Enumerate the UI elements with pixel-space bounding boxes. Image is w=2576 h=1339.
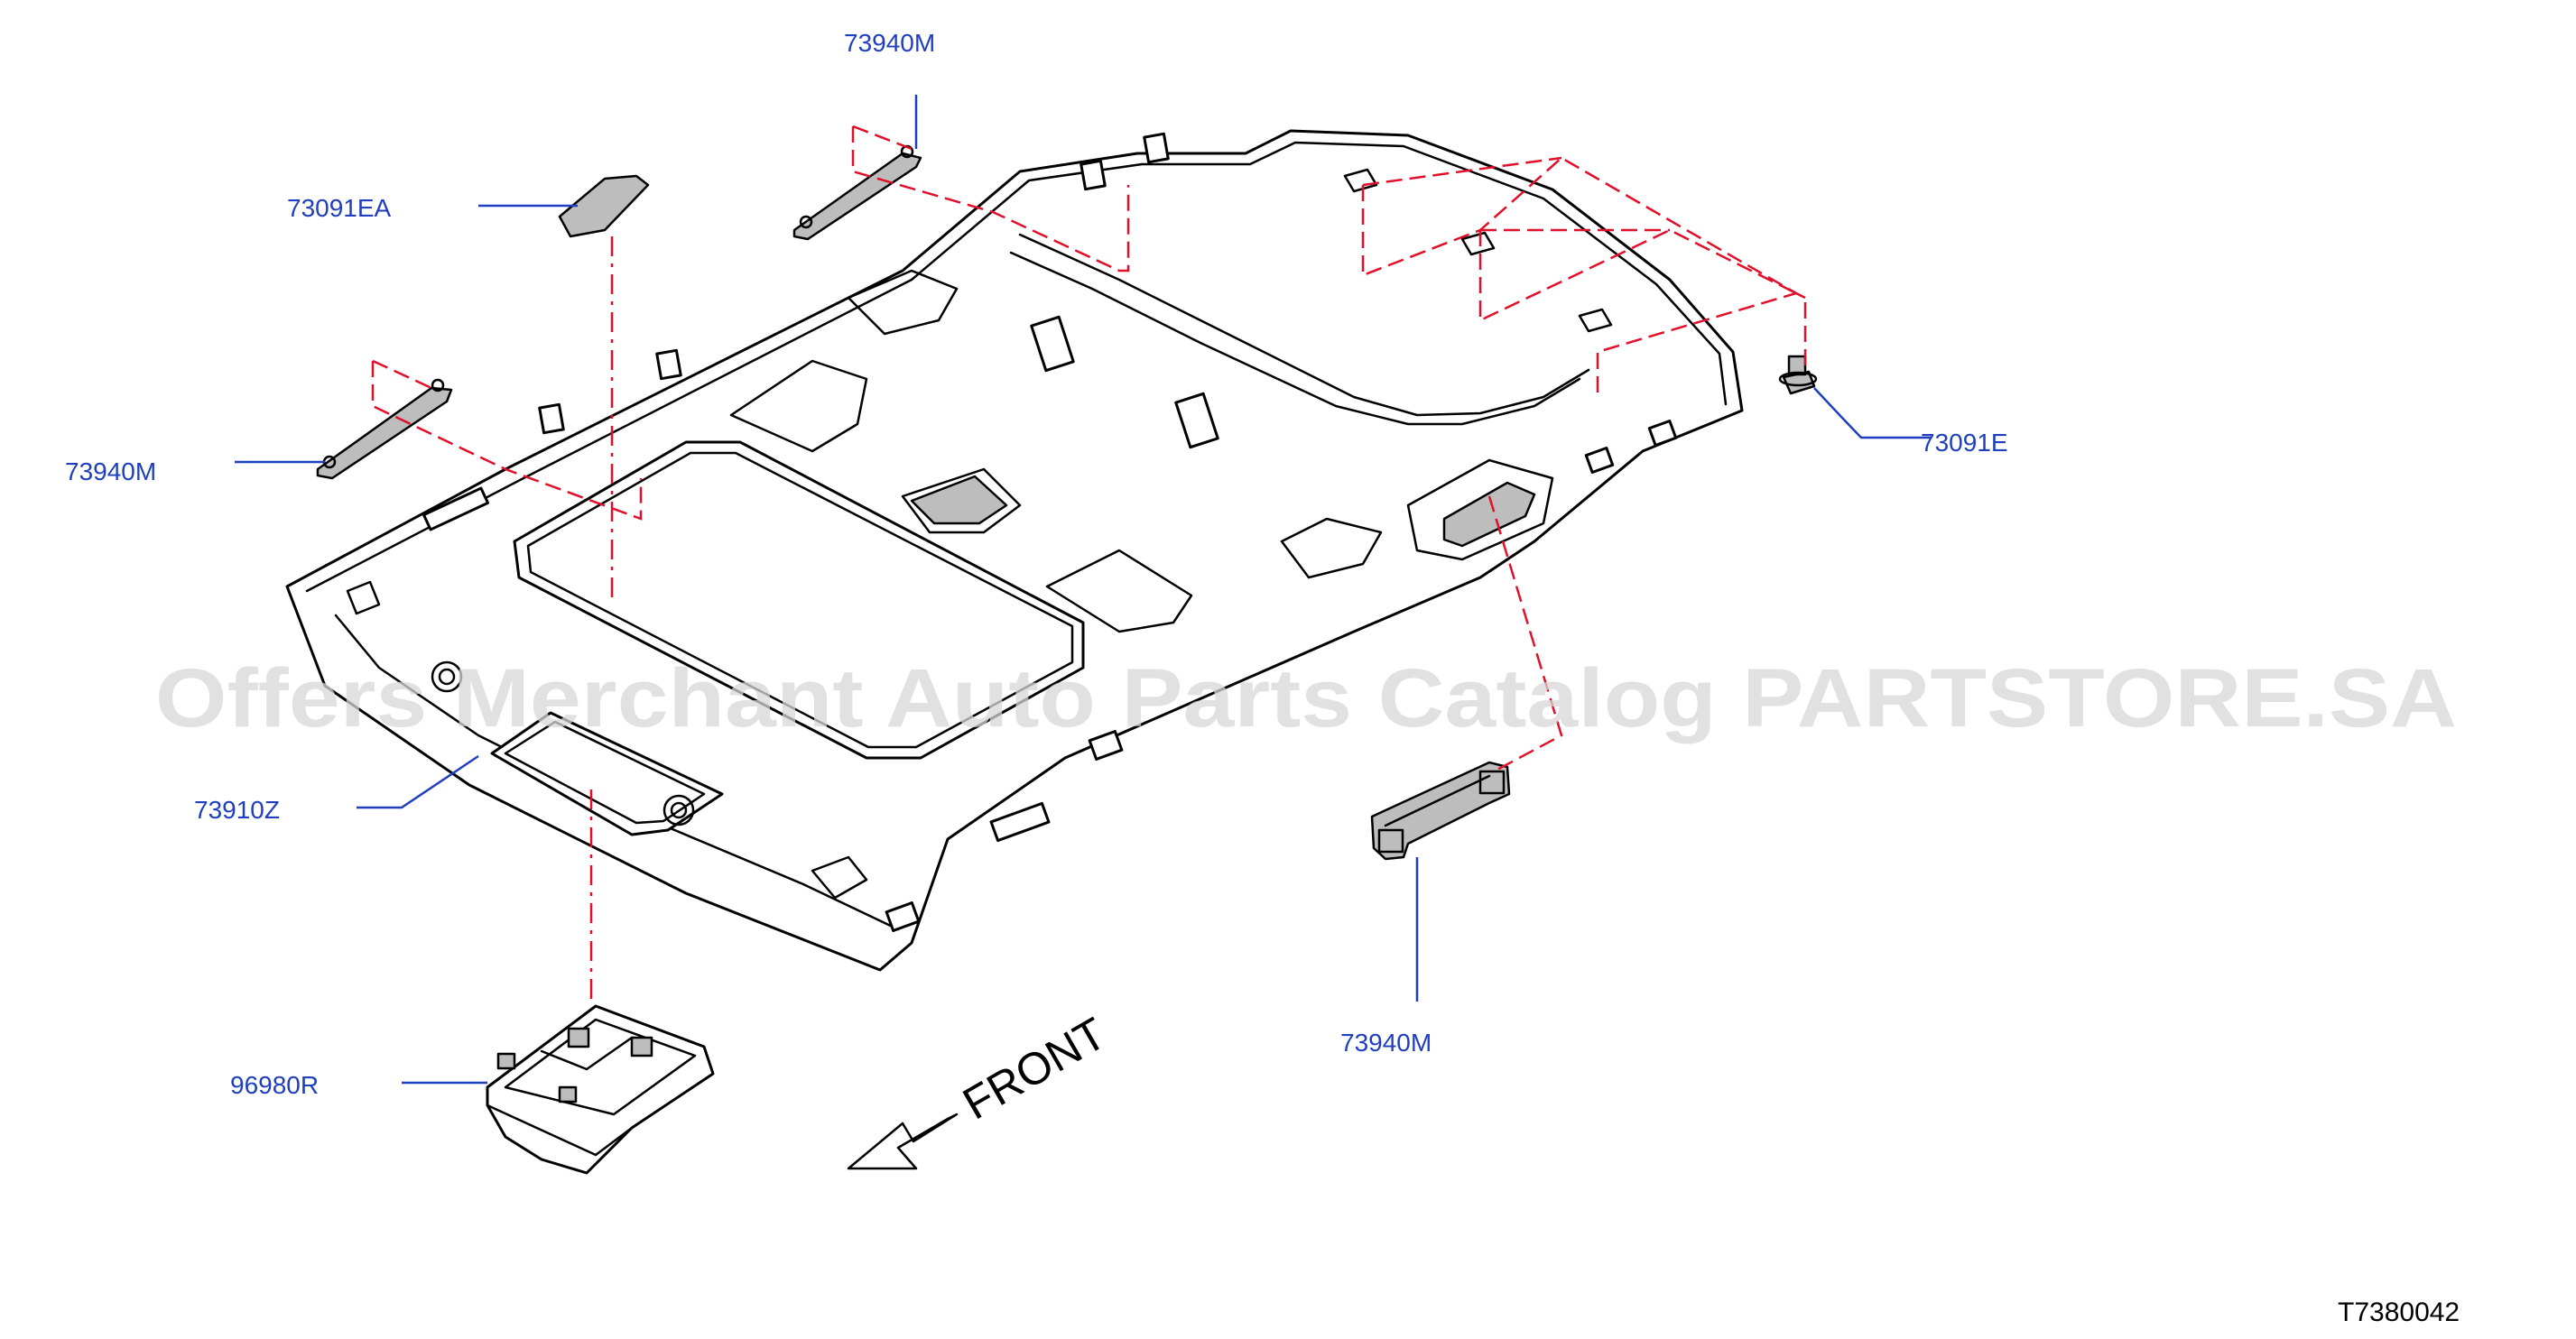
diagram-reference-code: T7380042 <box>2338 1297 2460 1327</box>
part-label-pad[interactable]: 73091EA <box>287 194 392 222</box>
front-direction-indicator: FRONT <box>847 1008 1115 1170</box>
assembly-guide-lines <box>371 125 1807 1002</box>
assist-grip-bottom[interactable] <box>1370 761 1511 861</box>
map-lamp-part[interactable] <box>486 1004 715 1175</box>
part-label-grip-top[interactable]: 73940M <box>844 29 935 57</box>
front-arrow-icon <box>847 1113 959 1170</box>
leader-lines <box>235 95 1932 1085</box>
part-label-grip-bottom[interactable]: 73940M <box>1340 1029 1432 1057</box>
watermark-text: Offers Merchant Auto Parts Catalog PARTS… <box>155 652 2457 744</box>
front-label: FRONT <box>955 1008 1115 1130</box>
pad-part[interactable] <box>558 174 650 238</box>
part-label-grip-left[interactable]: 73940M <box>65 457 156 485</box>
headlining-panel[interactable] <box>285 129 1744 972</box>
part-label-clip[interactable]: 73091E <box>1921 429 2008 457</box>
part-label-map-lamp[interactable]: 96980R <box>230 1071 319 1099</box>
part-label-headlining[interactable]: 73910Z <box>194 796 280 824</box>
assist-grip-left[interactable] <box>316 378 453 480</box>
part-labels: 73940M 73091EA 73940M 73091E 73910Z 7394… <box>65 29 2008 1099</box>
assist-grip-top[interactable] <box>792 144 922 241</box>
clip-part[interactable] <box>1778 355 1818 395</box>
